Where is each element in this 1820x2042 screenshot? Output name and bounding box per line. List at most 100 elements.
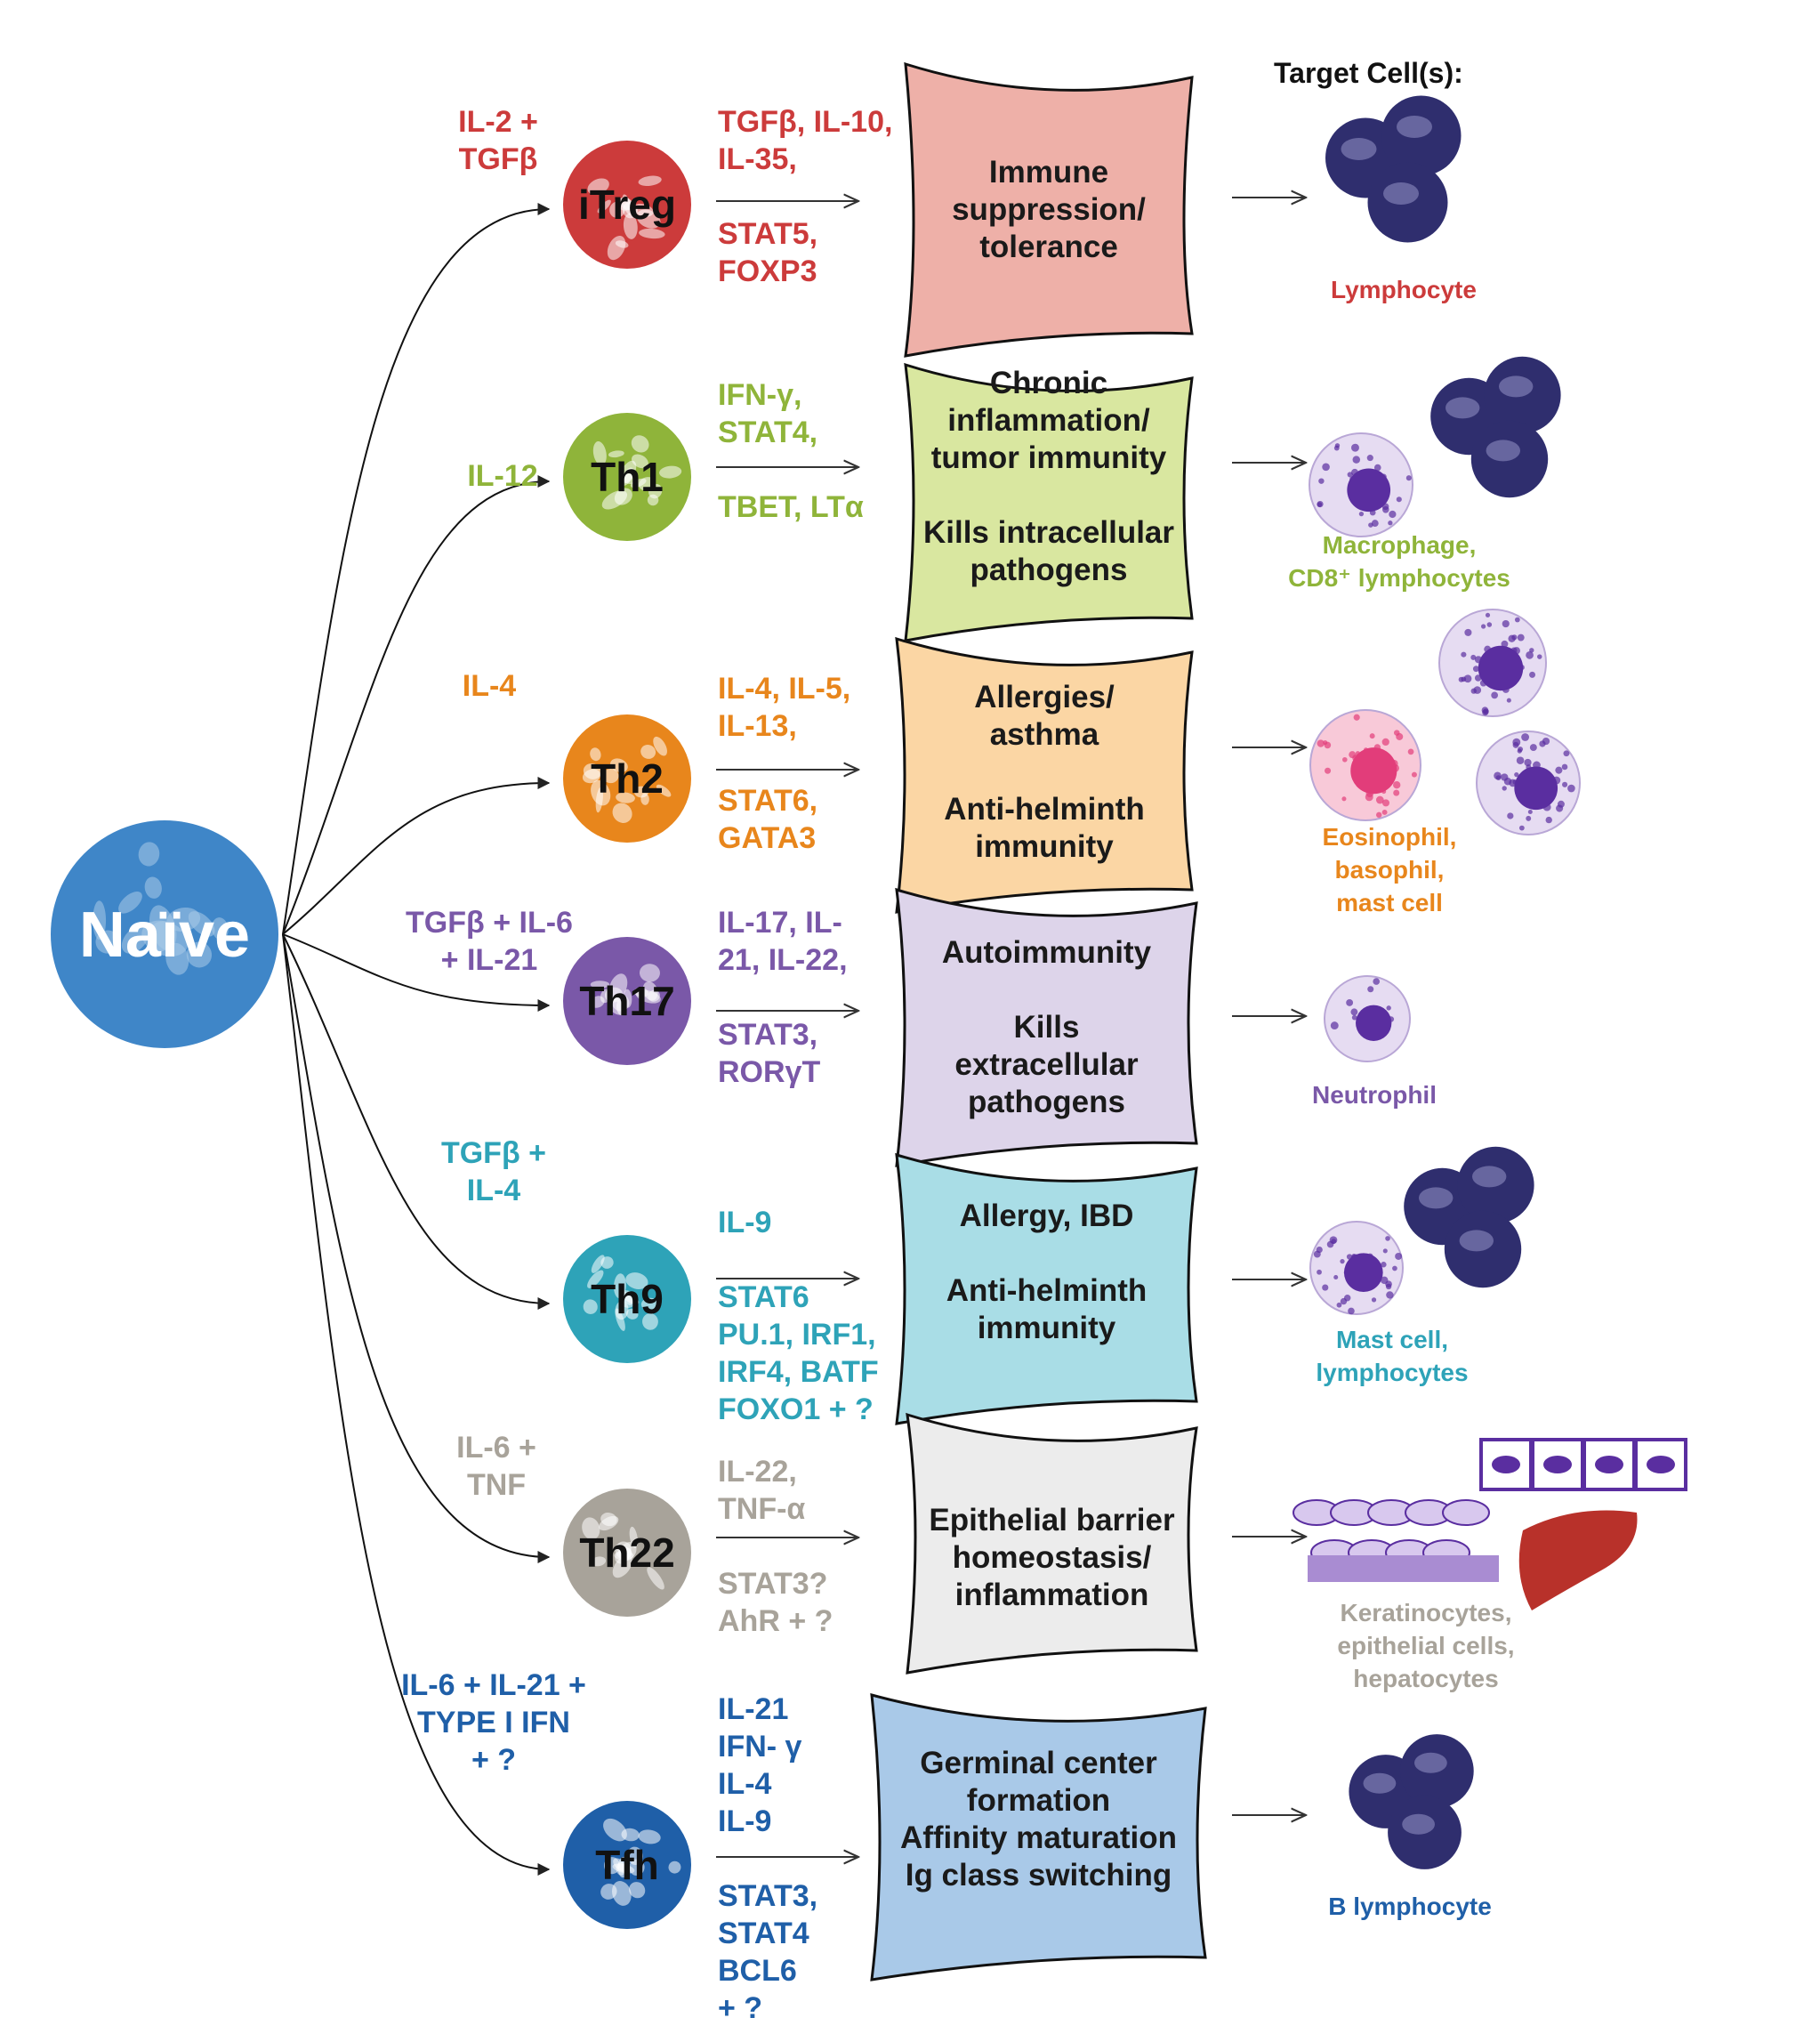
th22-functions-line: homeostasis/ — [953, 1540, 1152, 1575]
th17-cell-label: Th17 — [579, 978, 674, 1024]
itreg-target-label-line: Lymphocyte — [1331, 276, 1477, 303]
tfh-products-line: STAT3, — [718, 1879, 817, 1913]
itreg-products: TGFβ, IL-10,IL-35, STAT5,FOXP3 — [718, 105, 892, 288]
th22-inducers-line: TNF — [467, 1468, 526, 1502]
basophil-cell — [1438, 609, 1547, 717]
itreg-functions-line: Immune — [989, 155, 1108, 190]
th17-functions-line — [1043, 973, 1051, 1007]
th17-products-line: IL-17, IL- — [718, 906, 842, 940]
th22-inducers: IL-6 +TNF — [456, 1431, 536, 1502]
target-cells-header: Target Cell(s): — [1274, 57, 1463, 89]
tfh-function-box — [870, 1692, 1207, 1981]
th1-target-label: Macrophage,CD8⁺ lymphocytes — [1288, 531, 1510, 592]
th9-inducers: TGFβ +IL-4 — [441, 1136, 546, 1207]
differentiation-arrows — [282, 203, 551, 1876]
itreg-functions-line: suppression/ — [952, 192, 1146, 227]
th9-products-line: STAT6 — [718, 1280, 809, 1314]
itreg-cell-label: iTreg — [578, 182, 676, 228]
target-cell-illustrations — [1293, 95, 1687, 1869]
th1-functions-line: inflammation/ — [947, 403, 1150, 438]
th9-functions-line: Allergy, IBD — [960, 1199, 1134, 1233]
tfh-inducers-line: + ? — [471, 1743, 516, 1777]
th17-inducers-line: TGFβ + IL-6 — [406, 906, 573, 940]
th22-inducers-line: IL-6 + — [456, 1431, 536, 1465]
th2-products-line: GATA3 — [718, 821, 816, 855]
th1-function-box — [904, 362, 1194, 642]
th22-products-line: STAT3? — [718, 1567, 827, 1601]
th9-inducers-line: TGFβ + — [441, 1136, 546, 1170]
itreg-inducers-line: TGFβ — [459, 142, 538, 176]
keratinocytes — [1293, 1499, 1499, 1582]
th2-products-line: IL-4, IL-5, — [718, 672, 850, 706]
th17-functions-line: pathogens — [968, 1085, 1125, 1119]
th2-functions-line — [1040, 755, 1049, 789]
th17-products-line: STAT3, — [718, 1018, 817, 1052]
tfh-products-line: IL-9 — [718, 1804, 771, 1838]
th2-target-label-line: basophil, — [1335, 856, 1445, 884]
th17-functions-line: Kills — [1014, 1010, 1080, 1045]
th17-inducers: TGFβ + IL-6+ IL-21 — [406, 906, 573, 977]
th9-functions-line: immunity — [978, 1311, 1116, 1345]
subset-row-itreg: IL-2 +TGFβ iTreg TGFβ, IL-10,IL-35, STAT5,… — [458, 61, 1477, 358]
arrow-naive-to-itreg — [282, 203, 551, 935]
th17-target-label: Neutrophil — [1312, 1081, 1437, 1109]
naive-label: Naïve — [79, 900, 250, 971]
th9-cell — [563, 1235, 691, 1363]
th22-cell-label: Th22 — [579, 1529, 674, 1576]
itreg-target-label: Lymphocyte — [1331, 276, 1477, 303]
th2-products-line: IL-13, — [718, 709, 797, 743]
th1-cell — [563, 413, 691, 541]
arrow-naive-to-th2 — [282, 777, 551, 935]
th17-function-box — [895, 887, 1198, 1167]
th17-functions-line: extracellular — [954, 1047, 1139, 1082]
th9-products-line: IRF4, BATF — [718, 1355, 879, 1389]
th17-functions-line: Autoimmunity — [942, 935, 1152, 970]
arrow-naive-to-th1 — [282, 475, 551, 935]
itreg-inducers: IL-2 +TGFβ — [458, 105, 538, 176]
th17-products-line: RORγT — [718, 1055, 820, 1089]
tfh-cell-label: Tfh — [595, 1842, 659, 1888]
tfh-inducers-line: IL-6 + IL-21 + — [401, 1668, 586, 1702]
tfh-target-label: B lymphocyte — [1328, 1893, 1492, 1920]
th1-functions-line: tumor immunity — [931, 440, 1167, 475]
th2-products-line: STAT6, — [718, 784, 817, 818]
th1-functions-line: Chronic — [990, 366, 1107, 400]
th1-inducers: IL-12 — [467, 459, 537, 493]
th9-products-line: PU.1, IRF1, — [718, 1318, 876, 1352]
th9-functions-line — [1043, 1236, 1051, 1271]
th17-target-label-line: Neutrophil — [1312, 1081, 1437, 1109]
th2-target-label: Eosinophil,basophil,mast cell — [1323, 823, 1457, 916]
th2-target-label-line: mast cell — [1336, 889, 1443, 916]
arrow-naive-to-th22 — [282, 933, 551, 1563]
th9-products-line — [718, 1243, 726, 1277]
itreg-cell — [563, 141, 691, 269]
th22-products-line — [718, 1529, 726, 1563]
th2-functions-line: immunity — [975, 829, 1114, 864]
th22-products-line: IL-22, — [718, 1455, 797, 1489]
tfh-products-line: IL-21 — [718, 1692, 788, 1726]
tfh-target-label-line: B lymphocyte — [1328, 1893, 1492, 1920]
tfh-products-line — [718, 1842, 726, 1876]
th17-products-line: 21, IL-22, — [718, 943, 848, 977]
tfh-products-line: IL-4 — [718, 1767, 772, 1801]
th2-inducers: IL-4 — [463, 669, 517, 703]
th1-target-label-line: CD8⁺ lymphocytes — [1288, 564, 1510, 592]
itreg-products-line: STAT5, — [718, 217, 817, 251]
mast-cell-th2 — [1476, 730, 1581, 835]
th1-cell-label: Th1 — [591, 454, 664, 500]
tfh-target-b-lymphocytes — [1349, 1734, 1474, 1869]
tfh-inducers-line: TYPE I IFN — [417, 1706, 570, 1739]
tfh-functions-line: Germinal center — [920, 1746, 1157, 1780]
itreg-products-line: IL-35, — [718, 142, 797, 176]
